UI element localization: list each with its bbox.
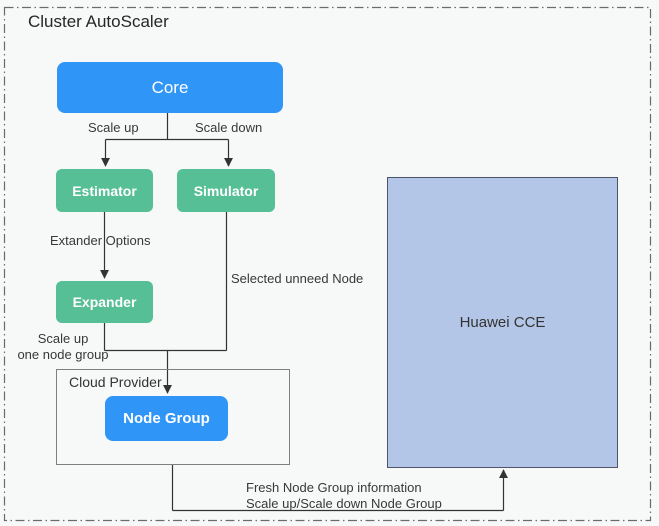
node-simulator: Simulator xyxy=(177,169,275,212)
node-node-group: Node Group xyxy=(105,396,228,441)
node-huawei-cce: Huawei CCE xyxy=(387,177,618,468)
edge-label-scale-down: Scale down xyxy=(195,120,263,135)
diagram-title: Cluster AutoScaler xyxy=(28,12,169,31)
node-expander: Expander xyxy=(56,281,153,323)
huawei-cce-label: Huawei CCE xyxy=(459,314,546,331)
edge-label-scale-up-one-node-group-line1: Scale up xyxy=(37,331,89,346)
node-estimator: Estimator xyxy=(56,169,153,212)
edge-label-selected-unneed-node: Selected unneed Node xyxy=(231,271,364,286)
cloud-provider-label: Cloud Provider xyxy=(69,374,162,390)
edge-label-fresh-node-group-line1: Fresh Node Group information xyxy=(246,480,422,495)
edge-label-scale-up: Scale up xyxy=(88,120,139,135)
edge-label-scale-up-one-node-group: Scale up one node group xyxy=(12,331,114,363)
edge-label-scale-up-one-node-group-line2: one node group xyxy=(17,347,109,362)
edge-label-fresh-node-group: Fresh Node Group information Scale up/Sc… xyxy=(246,480,442,511)
edge-label-fresh-node-group-line2: Scale up/Scale down Node Group xyxy=(246,495,442,511)
node-core: Core xyxy=(57,62,283,113)
node-cloud-provider-container: Cloud Provider xyxy=(56,369,290,465)
edge-label-extander-options: Extander Options xyxy=(50,233,151,248)
